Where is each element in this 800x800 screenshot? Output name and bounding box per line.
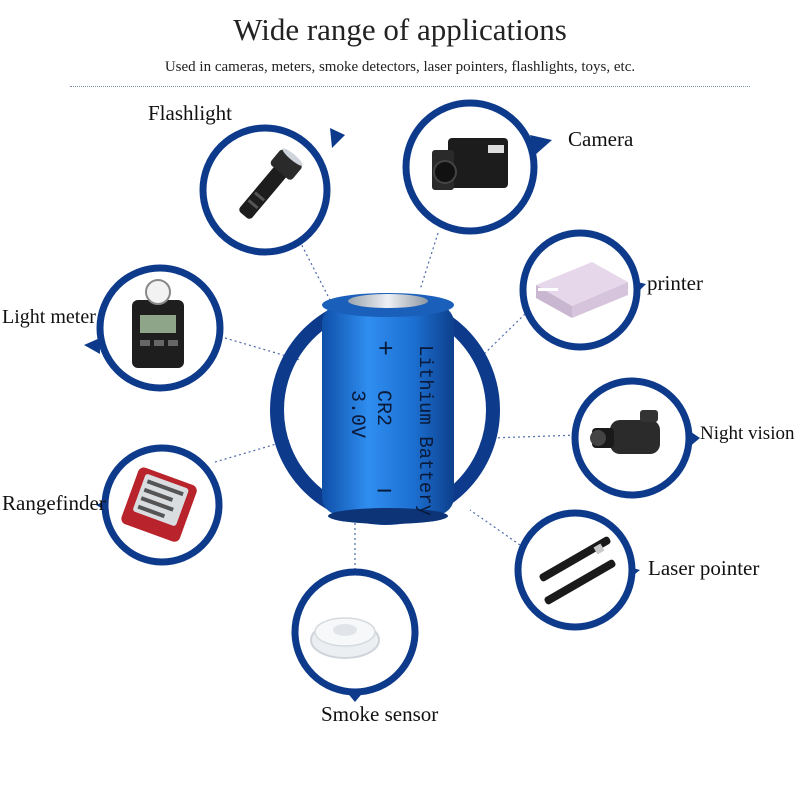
- night-vision-icon: [590, 410, 660, 454]
- bubble-printer: [519, 229, 646, 351]
- bubble-camera: [402, 99, 552, 235]
- header-divider: [70, 86, 750, 87]
- laser-pointer-icon: [539, 536, 616, 605]
- label-laser-pointer: Laser pointer: [648, 556, 760, 580]
- label-night-vision: Night vision: [700, 423, 795, 444]
- bubble-night-vision: [571, 377, 700, 499]
- bubble-smoke-sensor: [291, 568, 419, 702]
- battery-minus-sign: −: [376, 478, 393, 509]
- battery-plus-sign: +: [378, 335, 394, 365]
- smoke-sensor-icon: [310, 617, 380, 659]
- page-title: Wide range of applications: [233, 12, 567, 47]
- light-meter-icon: [132, 279, 184, 368]
- bubble-rangefinder: [96, 444, 223, 566]
- bubble-light-meter: [84, 264, 224, 392]
- battery-label-line2: CR2: [371, 390, 394, 426]
- bubble-laser-pointer: [514, 509, 640, 631]
- label-rangefinder: Rangefinder: [2, 491, 106, 515]
- label-flashlight: Flashlight: [148, 101, 233, 125]
- page-subtitle: Used in cameras, meters, smoke detectors…: [164, 59, 636, 75]
- label-light-meter: Light meter: [2, 306, 96, 328]
- label-camera: Camera: [568, 127, 634, 151]
- bubble-flashlight: [199, 124, 345, 256]
- battery-image: Lithium Battery CR2 3.0V + −: [322, 293, 454, 524]
- battery-label-line1: Lithium Battery: [414, 345, 436, 516]
- printer-icon: [536, 262, 628, 318]
- rangefinder-icon: [121, 467, 197, 542]
- camera-icon: [432, 138, 508, 190]
- label-smoke-sensor: Smoke sensor: [321, 702, 439, 726]
- label-printer: printer: [647, 271, 703, 295]
- battery-label-line3: 3.0V: [345, 390, 368, 438]
- flashlight-icon: [239, 148, 303, 219]
